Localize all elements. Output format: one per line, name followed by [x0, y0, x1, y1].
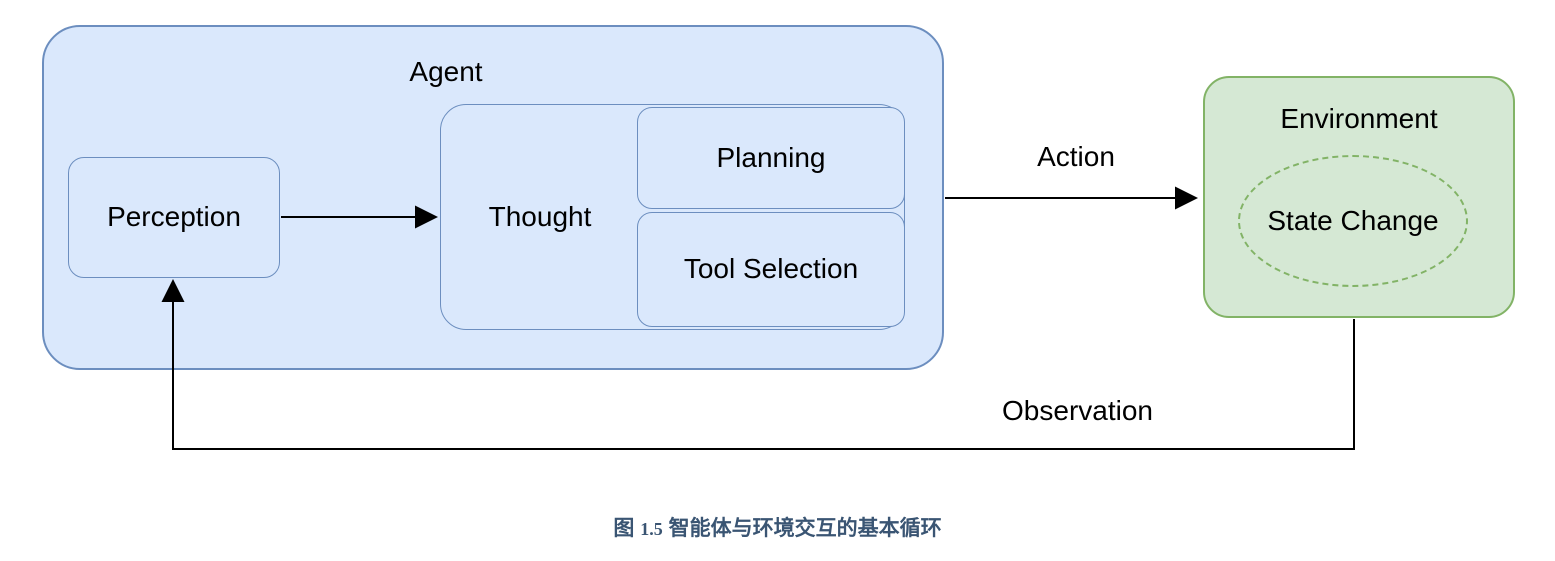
perception-label: Perception: [107, 201, 241, 233]
state-change-ellipse: State Change: [1238, 155, 1468, 287]
action-edge-label: Action: [1037, 141, 1115, 172]
figure-caption-text: 智能体与环境交互的基本循环: [668, 517, 942, 540]
thought-label: Thought: [488, 201, 592, 232]
figure-caption-number: 1.5: [640, 519, 663, 539]
action-arrowhead: [1175, 186, 1198, 210]
perception-box: Perception: [68, 157, 280, 278]
agent-label: Agent: [409, 56, 483, 87]
tool-selection-label: Tool Selection: [683, 253, 859, 285]
observation-edge-label: Observation: [1002, 395, 1153, 426]
environment-label: Environment: [1280, 103, 1438, 134]
figure-caption: 图 1.5 智能体与环境交互的基本循环: [0, 512, 1555, 542]
planning-box: Planning: [637, 107, 905, 209]
state-change-label: State Change: [1267, 204, 1439, 236]
figure-caption-prefix: 图: [613, 517, 635, 540]
tool-selection-box: Tool Selection: [637, 212, 905, 327]
planning-label: Planning: [716, 141, 826, 173]
